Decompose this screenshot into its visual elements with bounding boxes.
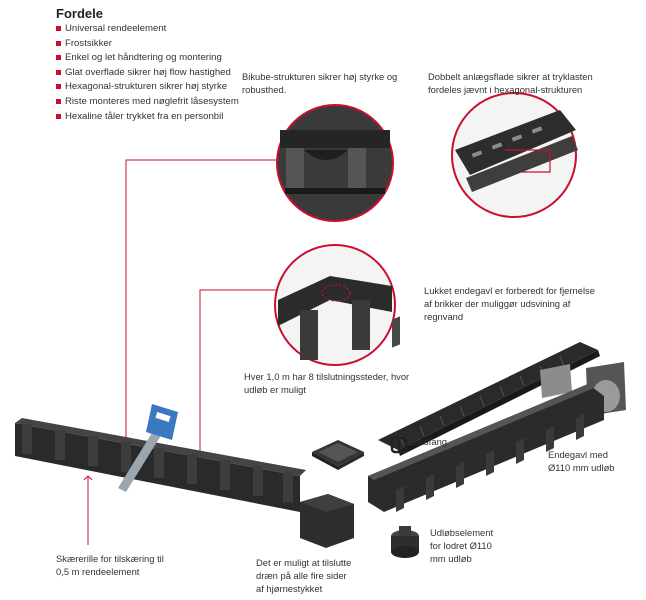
list-item: Hexagonal-strukturen sikrer høj styrke: [56, 80, 239, 95]
list-item: Universal rendeelement: [56, 22, 239, 37]
caption-tilslutningssteder: Hver 1,0 m har 8 tilslutningssteder, hvo…: [244, 371, 410, 396]
list-item: Riste monteres med nøglefrit låsesystem: [56, 95, 239, 110]
caption-bikube: Bikube-strukturen sikrer høj styrke og r…: [242, 71, 398, 96]
channel-long: [15, 418, 306, 512]
leader-line-tilslutning: [199, 289, 286, 460]
list-item: Enkel og let håndtering og montering: [56, 51, 239, 66]
caption-endegavl: Endegavl med Ø110 mm udløb: [548, 449, 615, 474]
caption-bladfang: Bladfang: [410, 436, 448, 447]
bullet-square-icon: [56, 26, 61, 31]
caption-lukket-endegavl: Lukket endegavl er forberedt for fjernel…: [424, 285, 595, 323]
caption-skaererille: Skærerille for tilskæring til 0,5 m rend…: [56, 553, 164, 578]
detail-circle-bikube: [276, 104, 394, 222]
leader-line-bikube: [125, 159, 282, 442]
corner-piece: [300, 440, 364, 548]
bullet-square-icon: [56, 84, 61, 90]
bullet-square-icon: [56, 40, 61, 46]
list-item: Glat overflade sikrer høj flow hastighed: [56, 66, 239, 81]
caption-dobbelt-anlaegsflade: Dobbelt anlægsflade sikrer at tryklasten…: [428, 71, 593, 96]
channel-main: [368, 316, 604, 512]
bladfang-icon: [390, 436, 408, 454]
features-title: Fordele: [56, 6, 103, 21]
bullet-square-icon: [56, 55, 61, 61]
caption-hjornestykke: Det er muligt at tilslutte dræn på alle …: [256, 557, 352, 595]
detail-circle-tilslutning: [274, 244, 396, 366]
detail-circle-dobbelt: [451, 92, 578, 218]
list-item: Frostsikker: [56, 37, 239, 52]
bullet-square-icon: [56, 98, 61, 104]
saw-icon: [118, 404, 178, 492]
list-item: Hexaline tåler trykket fra en personbil: [56, 110, 239, 125]
caption-udlobselement: Udløbselement for lodret Ø110 mm udløb: [430, 527, 494, 565]
bullet-square-icon: [56, 69, 61, 75]
bullet-square-icon: [56, 113, 61, 119]
features-list: Universal rendeelement Frostsikker Enkel…: [56, 22, 239, 124]
outlet-element: [391, 526, 419, 558]
